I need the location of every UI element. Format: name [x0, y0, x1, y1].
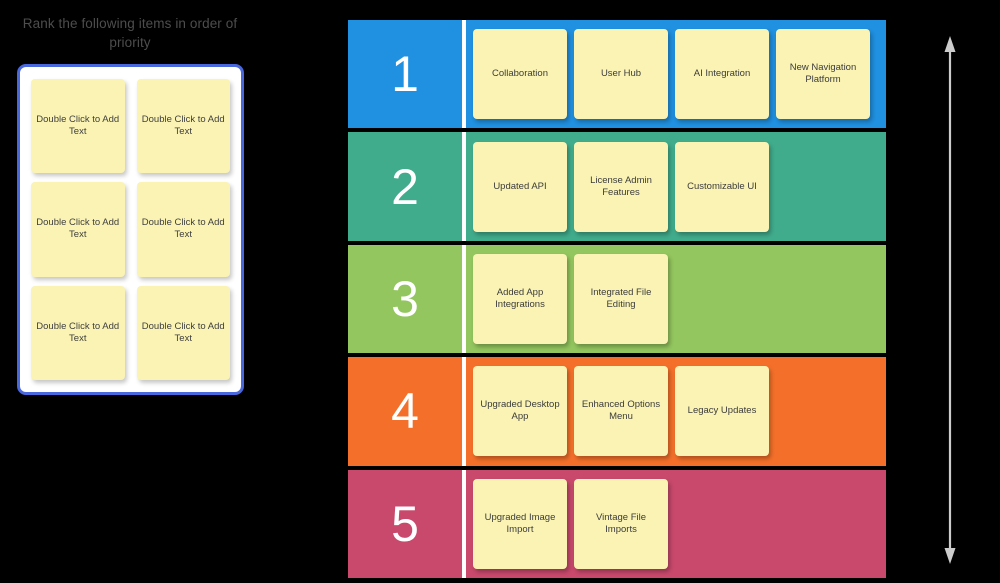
column-divider [462, 469, 466, 579]
ranked-item-note[interactable]: Upgraded Image Import [473, 478, 567, 569]
rank-number-cell: 5 [348, 470, 462, 578]
column-divider [462, 357, 466, 466]
placeholder-note[interactable]: Double Click to Add Text [136, 285, 230, 380]
ranked-item-note[interactable]: Integrated File Editing [574, 254, 668, 345]
rank-number: 3 [391, 271, 419, 328]
column-divider [462, 132, 466, 241]
rank-number: 1 [391, 46, 419, 103]
rank-number-cell: 2 [348, 132, 462, 240]
item-bank-grid: Double Click to Add Text Double Click to… [20, 67, 241, 392]
priority-double-arrow-icon [935, 36, 965, 564]
placeholder-note[interactable]: Double Click to Add Text [31, 285, 125, 380]
rank-number-cell: 4 [348, 357, 462, 465]
ranked-item-note[interactable]: User Hub [574, 29, 668, 120]
rank-number-cell: 3 [348, 245, 462, 353]
ranked-item-note[interactable]: License Admin Features [574, 141, 668, 232]
ranked-item-note[interactable]: Legacy Updates [675, 366, 769, 457]
ranked-item-note[interactable]: Added App Integrations [473, 254, 567, 345]
ranked-item-note[interactable]: New Navigation Platform [776, 29, 870, 120]
placeholder-note[interactable]: Double Click to Add Text [31, 182, 125, 277]
rank-number: 5 [391, 495, 419, 552]
ranked-item-note[interactable]: Vintage File Imports [574, 478, 668, 569]
ranked-item-note[interactable]: Upgraded Desktop App [473, 366, 567, 457]
item-bank-panel: Rank the following items in order of pri… [0, 0, 262, 400]
rank-number-cell: 1 [348, 20, 462, 128]
item-bank-tray[interactable]: Double Click to Add Text Double Click to… [17, 64, 244, 395]
column-divider [462, 20, 466, 129]
ranked-item-note[interactable]: Customizable UI [675, 141, 769, 232]
placeholder-note[interactable]: Double Click to Add Text [136, 79, 230, 174]
placeholder-note[interactable]: Double Click to Add Text [136, 182, 230, 277]
rank-number: 2 [391, 158, 419, 215]
ranked-item-note[interactable]: Collaboration [473, 29, 567, 120]
column-divider [462, 244, 466, 354]
placeholder-note[interactable]: Double Click to Add Text [31, 79, 125, 174]
ranked-item-note[interactable]: AI Integration [675, 29, 769, 120]
ranked-item-note[interactable]: Updated API [473, 141, 567, 232]
page-title: Rank the following items in order of pri… [22, 16, 238, 50]
rank-number: 4 [391, 383, 419, 440]
ranked-item-note[interactable]: Enhanced Options Menu [574, 366, 668, 457]
